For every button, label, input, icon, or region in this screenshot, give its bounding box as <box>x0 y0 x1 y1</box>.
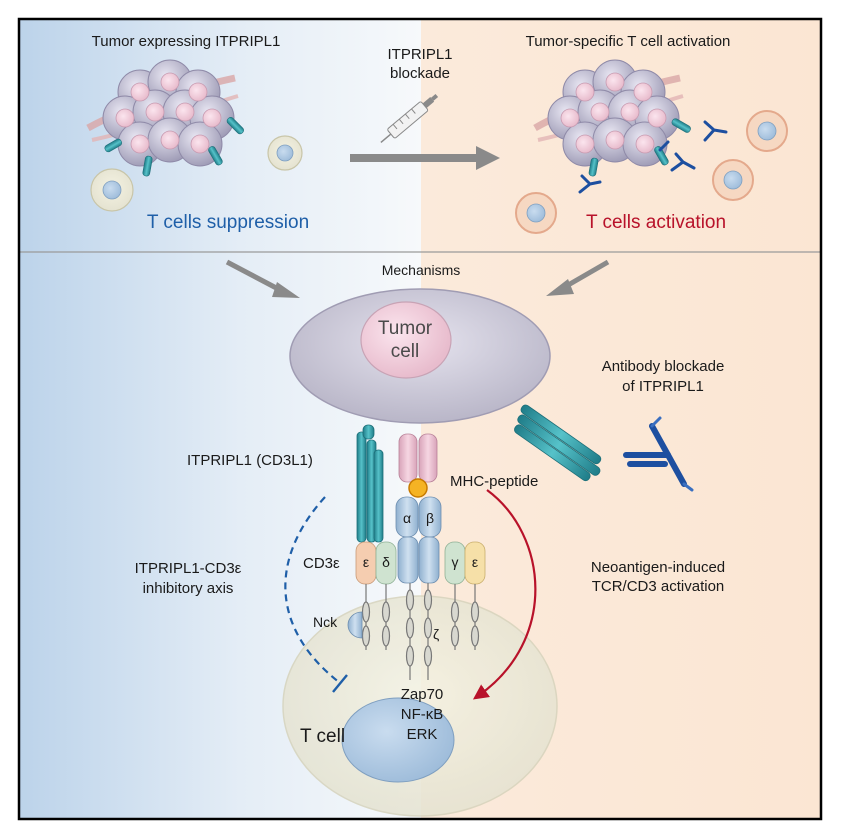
t-cell-nucleus <box>276 144 294 162</box>
epsilon-right-label: ε <box>471 554 479 570</box>
antibody-small-icon <box>578 120 728 194</box>
mechanism-arrow-right <box>561 259 610 291</box>
gamma-label: γ <box>451 554 459 570</box>
blockade-label-line1: ITPRIPL1 <box>387 46 453 63</box>
itpripl1-cd3l1-label: ITPRIPL1 (CD3L1) <box>187 452 313 469</box>
tcr-alpha-beta <box>395 496 442 584</box>
signal-nfkb: NF-κB <box>400 706 444 723</box>
status-t-cells-suppression: T cells suppression <box>146 212 310 233</box>
signal-zap70: Zap70 <box>400 686 444 703</box>
t-cell-nucleus <box>102 180 122 200</box>
tumor-cluster-right <box>533 59 691 177</box>
peptide <box>408 478 428 498</box>
figure-frame <box>17 17 823 821</box>
tumor-cell-nucleus <box>360 301 452 379</box>
t-cell-label: T cell <box>300 726 346 747</box>
t-cell-large-nucleus <box>341 697 455 783</box>
inhibitory-axis-label-line2: inhibitory axis <box>142 580 234 597</box>
mechanisms-title: Mechanisms <box>381 262 461 278</box>
alpha-chain-label: α <box>402 510 412 526</box>
progression-arrowhead <box>476 146 500 170</box>
status-t-cells-activation: T cells activation <box>585 212 727 233</box>
beta-chain-label: β <box>425 510 435 526</box>
syringe-icon <box>380 93 439 144</box>
epsilon-left-label: ε <box>362 554 370 570</box>
nck-label: Nck <box>313 614 338 630</box>
t-cell-activated <box>515 110 788 234</box>
activation-label-line1: Neoantigen-induced <box>590 559 726 576</box>
nck-protein <box>347 611 363 639</box>
zeta-label: ζ <box>433 626 440 642</box>
mhc-peptide-label: MHC-peptide <box>450 473 539 490</box>
signal-erk: ERK <box>406 726 438 743</box>
antibody-blockade-label-line2: of ITPRIPL1 <box>622 378 704 395</box>
title-tumor-specific-activation: Tumor-specific T cell activation <box>525 33 731 50</box>
itpripl1-antibody-complex <box>514 404 694 492</box>
mechanism-arrowhead-right <box>546 279 574 296</box>
tumor-cluster-left <box>86 59 244 177</box>
inhibitory-axis-label-line1: ITPRIPL1-CD3ε <box>134 560 242 577</box>
tumor-cell-label-line2: cell <box>390 341 420 362</box>
title-tumor-expressing: Tumor expressing ITPRIPL1 <box>91 33 281 50</box>
mechanism-arrow-left <box>225 259 284 294</box>
itpripl1-protein <box>356 424 384 543</box>
blockade-label-line2: blockade <box>389 65 451 82</box>
tumor-cell-label-line1: Tumor <box>377 318 433 339</box>
inhibitory-arrow-bar <box>332 674 348 693</box>
activation-label-line2: TCR/CD3 activation <box>591 578 725 595</box>
delta-label: δ <box>382 554 390 570</box>
antibody-blockade-label-line1: Antibody blockade <box>601 358 725 375</box>
activation-arrow <box>472 489 537 700</box>
inhibitory-arrow <box>284 496 341 684</box>
mhc-molecule <box>398 433 438 483</box>
cd3e-label: CD3ε <box>303 555 340 572</box>
mechanism-arrowhead-left <box>272 282 300 298</box>
cytoplasmic-tails <box>361 583 480 680</box>
